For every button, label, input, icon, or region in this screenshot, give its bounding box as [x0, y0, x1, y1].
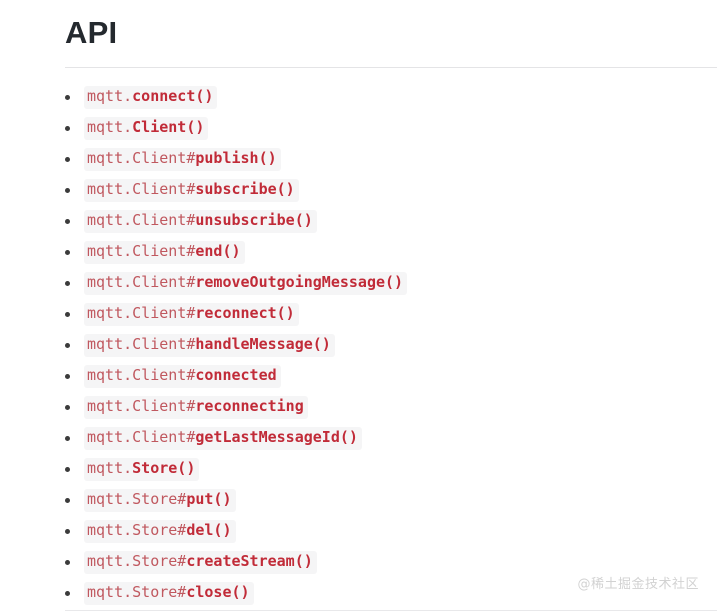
list-item: mqtt.Store#del() — [0, 516, 717, 547]
api-link[interactable]: mqtt.Store() — [84, 458, 200, 481]
api-link-member: reconnect() — [195, 304, 295, 323]
list-item: mqtt.Client#handleMessage() — [0, 330, 717, 361]
bullet-icon — [65, 590, 70, 596]
api-link-namespace: mqtt. — [87, 459, 133, 478]
api-link[interactable]: mqtt.Store#createStream() — [84, 551, 317, 574]
list-item: mqtt.Client#getLastMessageId() — [0, 423, 717, 454]
api-link-namespace: mqtt.Client# — [87, 366, 196, 385]
api-link[interactable]: mqtt.Client#handleMessage() — [84, 334, 335, 357]
api-link-member: unsubscribe() — [195, 211, 313, 230]
api-link-member: handleMessage() — [195, 335, 331, 354]
api-link-member: Client() — [132, 118, 205, 137]
api-link-namespace: mqtt.Client# — [87, 304, 196, 323]
bullet-icon — [65, 94, 70, 100]
list-item: mqtt.Store() — [0, 454, 717, 485]
api-link[interactable]: mqtt.Client#unsubscribe() — [84, 210, 317, 233]
api-link[interactable]: mqtt.Client#reconnect() — [84, 303, 299, 326]
bullet-icon — [65, 249, 70, 255]
api-link-namespace: mqtt.Client# — [87, 273, 196, 292]
api-link-member: subscribe() — [195, 180, 295, 199]
api-link-namespace: mqtt.Client# — [87, 180, 196, 199]
bullet-icon — [65, 156, 70, 162]
api-link[interactable]: mqtt.Client#subscribe() — [84, 179, 299, 202]
bullet-icon — [65, 466, 70, 472]
bullet-icon — [65, 497, 70, 503]
api-link-list: mqtt.connect()mqtt.Client()mqtt.Client#p… — [0, 68, 717, 609]
api-link-member: createStream() — [186, 552, 313, 571]
watermark: @稀土掘金技术社区 — [577, 577, 699, 592]
api-link[interactable]: mqtt.Client#connected — [84, 365, 281, 388]
list-item: mqtt.Client#subscribe() — [0, 175, 717, 206]
api-link-member: del() — [186, 521, 232, 540]
api-link-member: publish() — [195, 149, 277, 168]
api-link-namespace: mqtt.Store# — [87, 521, 187, 540]
api-link-namespace: mqtt.Client# — [87, 149, 196, 168]
list-item: mqtt.Store#createStream() — [0, 547, 717, 578]
api-link-namespace: mqtt.Store# — [87, 490, 187, 509]
bullet-icon — [65, 342, 70, 348]
bullet-icon — [65, 311, 70, 317]
list-item: mqtt.Client#connected — [0, 361, 717, 392]
api-link[interactable]: mqtt.Store#del() — [84, 520, 236, 543]
api-link[interactable]: mqtt.connect() — [84, 86, 218, 109]
api-link-member: getLastMessageId() — [195, 428, 358, 447]
list-item: mqtt.Client#end() — [0, 237, 717, 268]
api-link-member: connected — [195, 366, 277, 385]
api-link[interactable]: mqtt.Client#end() — [84, 241, 245, 264]
bullet-icon — [65, 435, 70, 441]
api-link-namespace: mqtt. — [87, 118, 133, 137]
list-item: mqtt.Client#removeOutgoingMessage() — [0, 268, 717, 299]
api-link[interactable]: mqtt.Client#removeOutgoingMessage() — [84, 272, 408, 295]
bullet-icon — [65, 125, 70, 131]
api-link-namespace: mqtt.Client# — [87, 211, 196, 230]
api-link[interactable]: mqtt.Client#publish() — [84, 148, 281, 171]
api-link-namespace: mqtt.Client# — [87, 335, 196, 354]
api-link-member: close() — [186, 583, 250, 602]
api-link[interactable]: mqtt.Client#reconnecting — [84, 396, 308, 419]
bullet-icon — [65, 559, 70, 565]
api-link[interactable]: mqtt.Store#put() — [84, 489, 236, 512]
bullet-icon — [65, 373, 70, 379]
heading-block: API — [0, 0, 717, 53]
bullet-icon — [65, 404, 70, 410]
api-link[interactable]: mqtt.Client#getLastMessageId() — [84, 427, 362, 450]
list-item: mqtt.Store#put() — [0, 485, 717, 516]
bullet-icon — [65, 218, 70, 224]
api-link[interactable]: mqtt.Store#close() — [84, 582, 254, 605]
list-item: mqtt.Client#publish() — [0, 144, 717, 175]
list-item: mqtt.Client#reconnect() — [0, 299, 717, 330]
api-link-member: reconnecting — [195, 397, 304, 416]
api-link[interactable]: mqtt.Client() — [84, 117, 209, 140]
api-link-member: end() — [195, 242, 241, 261]
title-divider — [65, 66, 717, 68]
list-item: mqtt.Client#unsubscribe() — [0, 206, 717, 237]
list-item: mqtt.connect() — [0, 82, 717, 113]
api-link-member: removeOutgoingMessage() — [195, 273, 404, 292]
api-link-namespace: mqtt. — [87, 87, 133, 106]
api-link-member: connect() — [132, 87, 214, 106]
page-title: API — [65, 15, 118, 50]
list-item: mqtt.Client() — [0, 113, 717, 144]
api-link-namespace: mqtt.Store# — [87, 552, 187, 571]
bullet-icon — [65, 528, 70, 534]
api-link-member: Store() — [132, 459, 196, 478]
bullet-icon — [65, 280, 70, 286]
api-link-namespace: mqtt.Store# — [87, 583, 187, 602]
list-item: mqtt.Store#close() — [0, 578, 717, 609]
api-link-member: put() — [186, 490, 232, 509]
bottom-divider — [65, 610, 717, 611]
api-link-namespace: mqtt.Client# — [87, 242, 196, 261]
api-link-namespace: mqtt.Client# — [87, 397, 196, 416]
list-item: mqtt.Client#reconnecting — [0, 392, 717, 423]
api-link-namespace: mqtt.Client# — [87, 428, 196, 447]
bullet-icon — [65, 187, 70, 193]
